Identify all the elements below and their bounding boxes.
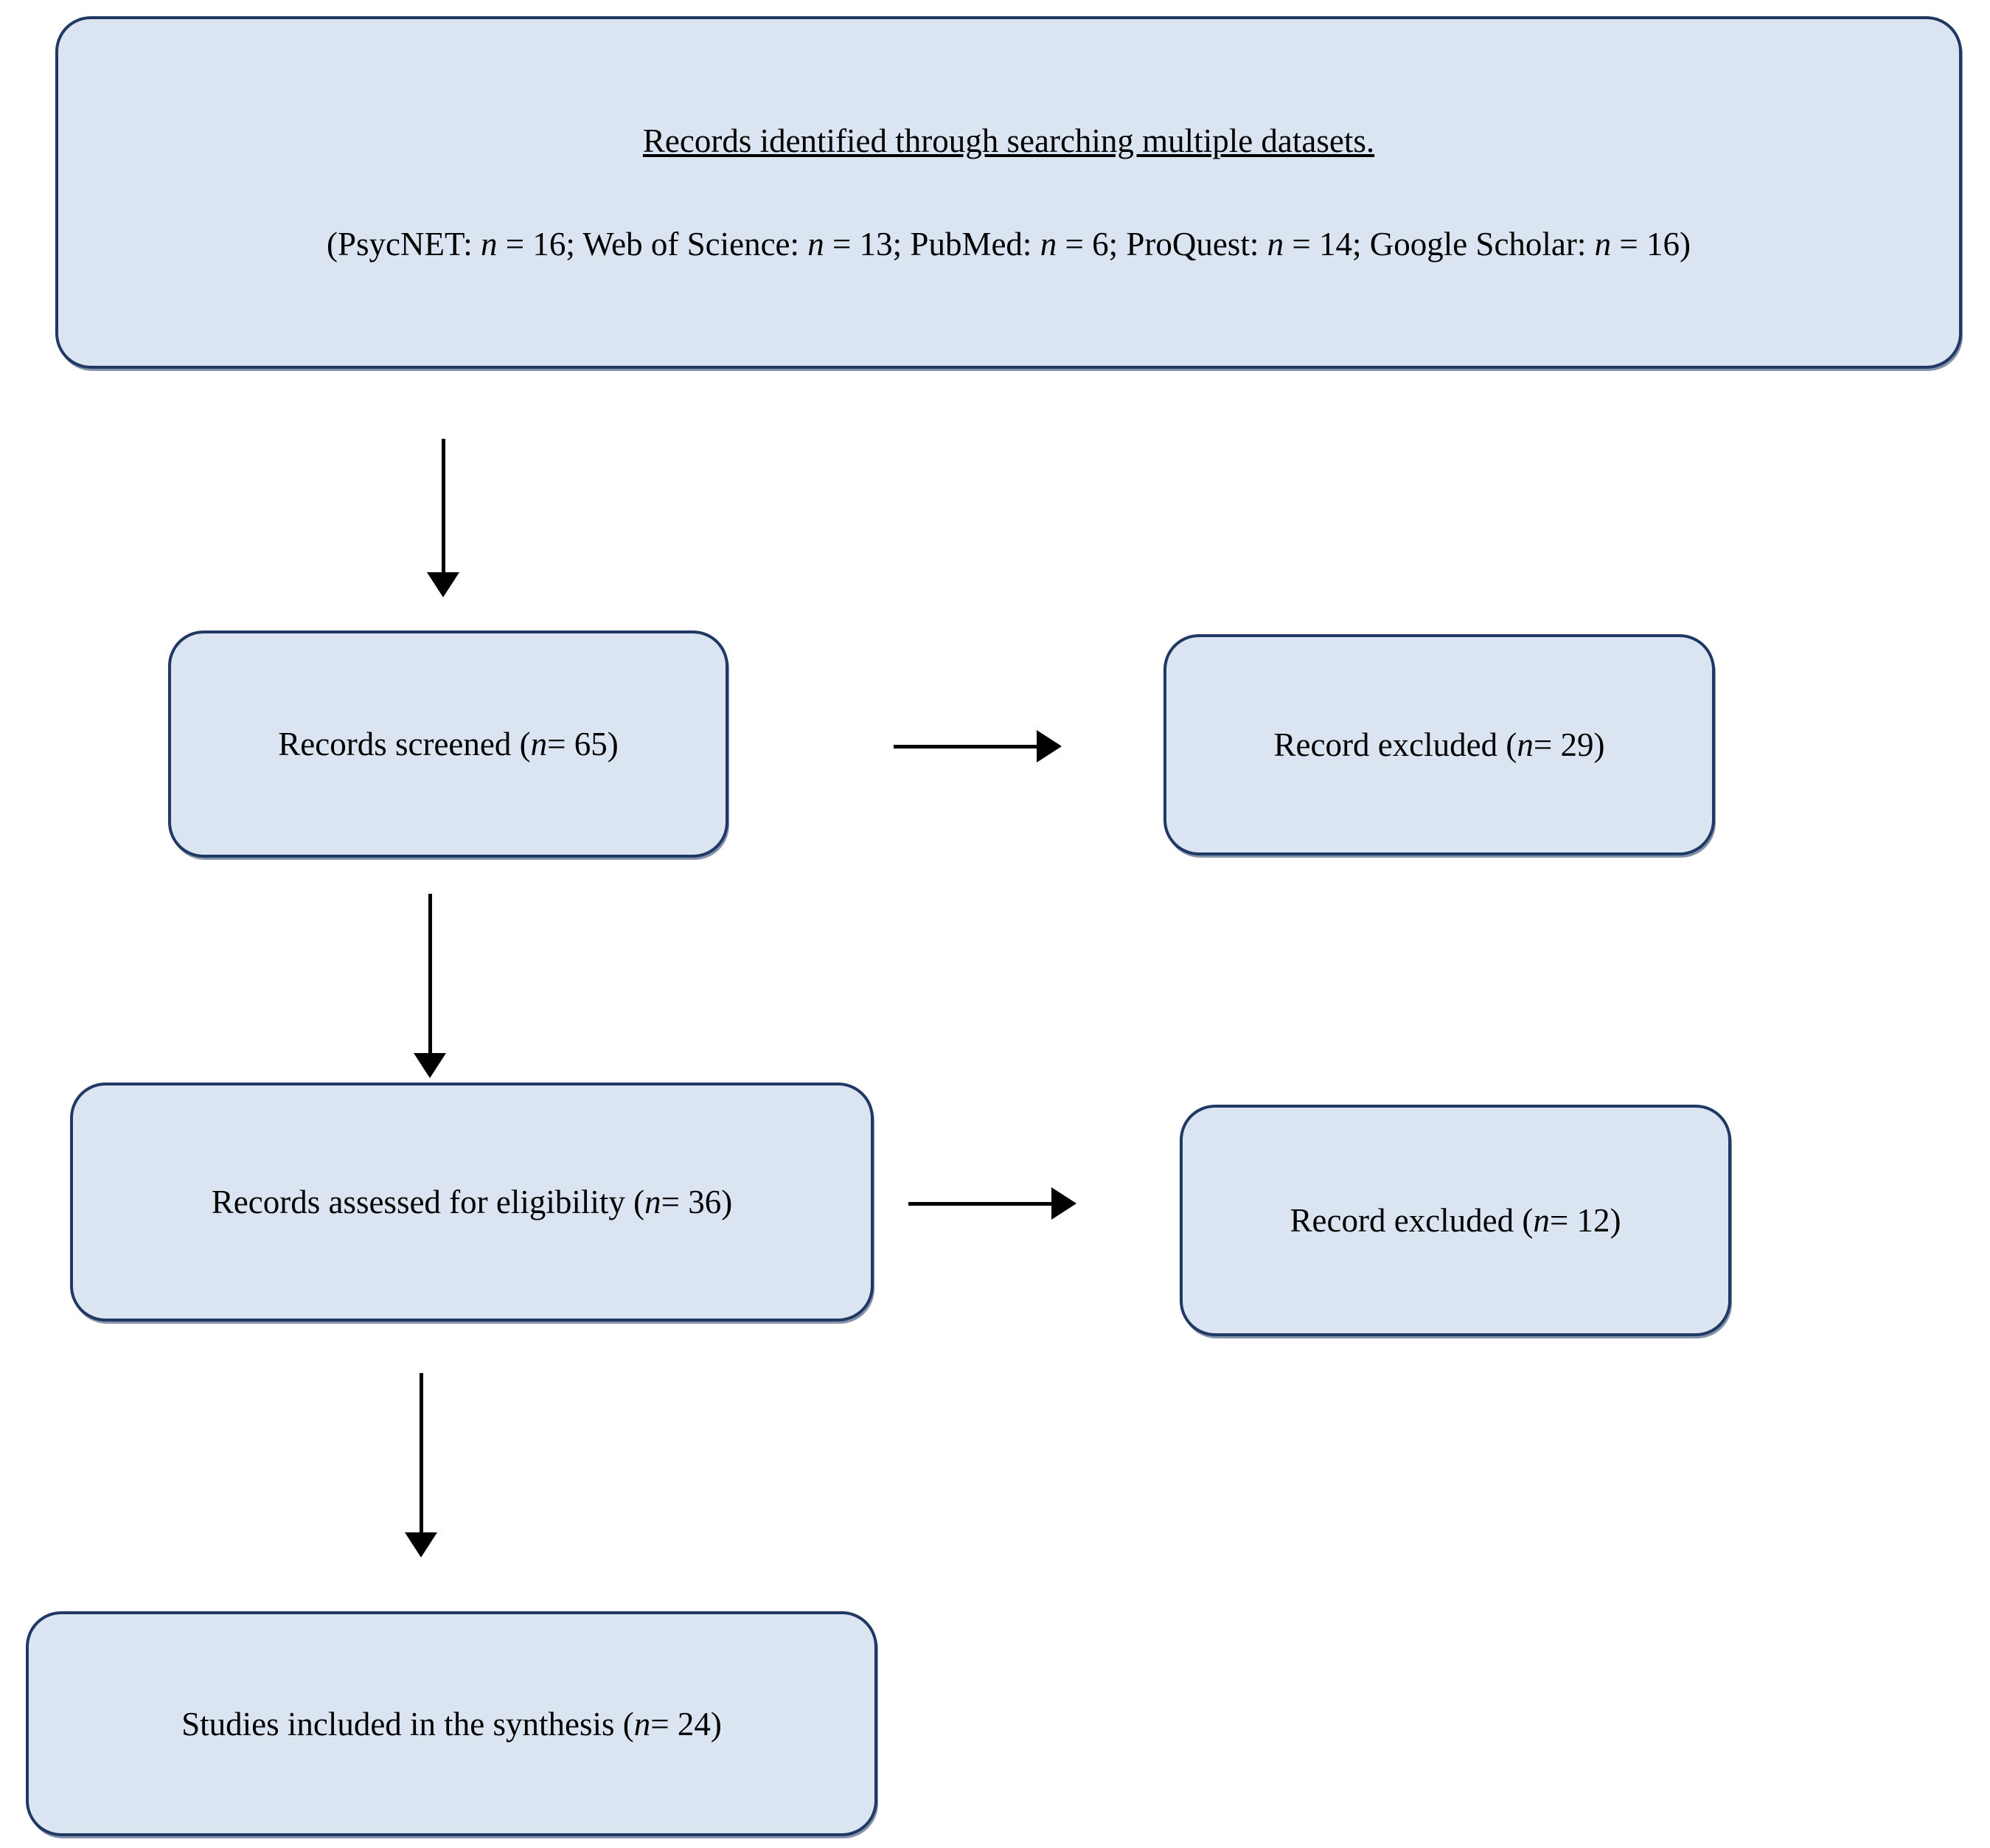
records-identified-title: Records identified through searching mul… — [642, 122, 1375, 159]
arrow-head-icon — [1037, 730, 1062, 763]
label-run: Studies included in the synthesis ( — [181, 1705, 634, 1743]
record-excluded-screening-label: Record excluded (n= 29) — [1274, 725, 1605, 765]
sources-run: = 6; ProQuest: — [1057, 226, 1267, 263]
label-run: = 12) — [1549, 1202, 1621, 1239]
records-assessed-label: Records assessed for eligibility (n= 36) — [212, 1182, 733, 1222]
box-records-screened: Records screened (n= 65) — [168, 631, 728, 858]
arrow-shaft — [441, 439, 445, 572]
arrow-shaft — [894, 744, 1037, 748]
arrow-head-icon — [1051, 1187, 1076, 1220]
sources-run: (PsycNET: — [326, 226, 481, 263]
label-run: Record excluded ( — [1273, 726, 1517, 763]
arrow-head-icon — [414, 1053, 446, 1078]
arrow-shaft — [908, 1201, 1051, 1206]
sources-run: = 16) — [1611, 226, 1691, 263]
sources-n-italic: n — [1594, 226, 1612, 263]
sources-n-italic: n — [1040, 226, 1057, 263]
label-run: Records assessed for eligibility ( — [211, 1184, 645, 1220]
box-studies-included: Studies included in the synthesis (n= 24… — [26, 1611, 877, 1836]
box-records-identified: Records identified through searching mul… — [55, 16, 1962, 369]
label-run: = 29) — [1533, 726, 1605, 763]
arrow-screened-to-assessed — [414, 894, 446, 1078]
box-record-excluded-screening: Record excluded (n= 29) — [1163, 634, 1715, 855]
records-identified-sources: (PsycNET: n = 16; Web of Science: n = 13… — [327, 224, 1691, 264]
label-n-italic: n — [644, 1184, 661, 1220]
label-run: = 65) — [547, 726, 619, 763]
box-record-excluded-eligibility: Record excluded (n= 12) — [1180, 1105, 1731, 1336]
sources-n-italic: n — [807, 226, 824, 263]
label-run: Records screened ( — [278, 726, 531, 763]
box-records-assessed: Records assessed for eligibility (n= 36) — [70, 1083, 874, 1321]
sources-n-italic: n — [1267, 226, 1284, 263]
sources-run: = 16; Web of Science: — [497, 226, 808, 263]
label-n-italic: n — [1517, 726, 1534, 763]
label-n-italic: n — [633, 1705, 651, 1743]
arrow-assessed-to-included — [405, 1373, 437, 1557]
arrow-shaft — [419, 1373, 423, 1532]
sources-run: = 14; Google Scholar: — [1284, 226, 1595, 263]
arrow-assessed-to-excluded — [908, 1187, 1076, 1220]
label-n-italic: n — [1533, 1202, 1550, 1239]
arrow-screened-to-excluded — [894, 730, 1062, 763]
label-n-italic: n — [530, 726, 548, 763]
record-excluded-eligibility-label: Record excluded (n= 12) — [1290, 1201, 1621, 1240]
sources-run: = 13; PubMed: — [824, 226, 1040, 263]
sources-n-italic: n — [480, 226, 498, 263]
label-run: = 36) — [661, 1184, 733, 1220]
arrow-head-icon — [405, 1532, 437, 1557]
studies-included-label: Studies included in the synthesis (n= 24… — [181, 1704, 722, 1744]
label-run: = 24) — [650, 1705, 722, 1743]
arrow-shaft — [428, 894, 432, 1053]
label-run: Record excluded ( — [1290, 1202, 1534, 1239]
records-screened-label: Records screened (n= 65) — [278, 724, 618, 764]
arrow-head-icon — [427, 572, 459, 597]
arrow-identified-to-screened — [427, 439, 459, 597]
